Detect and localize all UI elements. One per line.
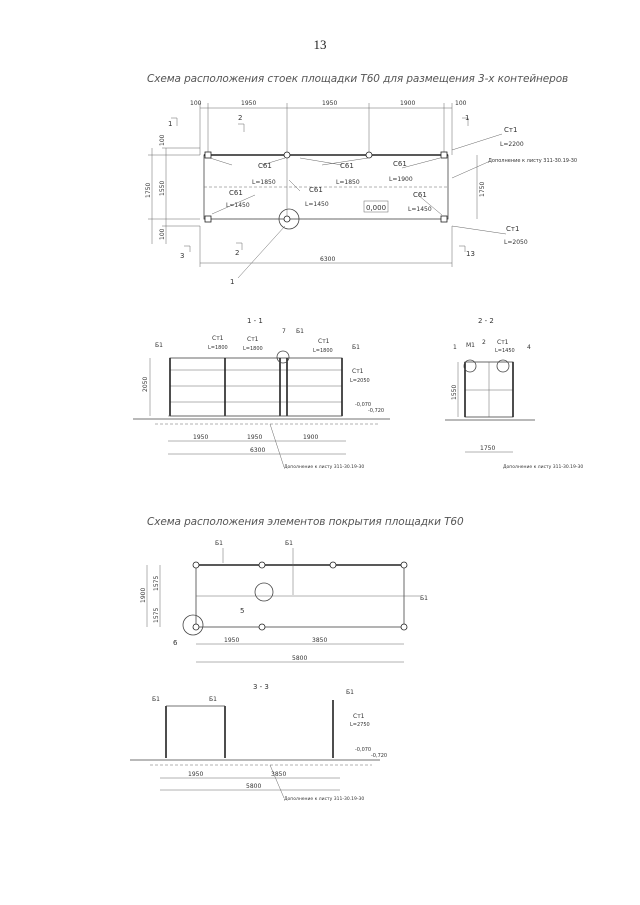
section22-title: 2 - 2	[478, 317, 494, 325]
section33-level-0: -0,070	[355, 747, 371, 753]
section33-overall: 5800	[246, 783, 261, 790]
section11-dim-bottom-1: 1950	[247, 434, 262, 441]
section11-level-0: -0,070	[355, 402, 371, 408]
plan1-member-0-name: С61	[258, 162, 272, 170]
section33-drawing: 3 - 3 Б1 Б1 Б1 Ст1 L=2750 -0,070 -0,720 …	[130, 683, 387, 802]
plan1-bottom-right-member-len: L=2050	[504, 239, 528, 246]
plan1-member-5-name: С61	[413, 191, 427, 199]
plan1-dim-top-1: 1950	[241, 100, 256, 107]
plan1-top-right-member-name: Ст1	[504, 126, 517, 134]
section33-member-name: Ст1	[353, 713, 365, 720]
section11-title: 1 - 1	[247, 317, 263, 325]
plan2-dim-bottom-0: 1950	[224, 637, 239, 644]
plan1-top-right-member-len: L=2200	[500, 141, 524, 148]
plan2-title: Схема расположения элементов покрытия пл…	[147, 516, 464, 528]
plan1-dim-top-3: 1900	[400, 100, 415, 107]
plan2-overall: 5800	[292, 655, 307, 662]
plan2-label-2: Б1	[420, 595, 428, 602]
plan1-section-mark-0: 1	[168, 120, 172, 128]
section33-member-len: L=2750	[350, 722, 370, 728]
plan1-callout: 1	[230, 278, 234, 286]
section22-dim-1: 1750	[480, 445, 495, 452]
section22-dim-0: 1550	[451, 385, 458, 400]
section11-dim-bottom-0: 1950	[193, 434, 208, 441]
section22-member-name: Ст1	[497, 339, 509, 346]
plan1-title: Схема расположения стоек площадки Т60 дл…	[147, 73, 569, 85]
plan1-dim-top-0: 100	[190, 100, 202, 107]
plan2-label-0: Б1	[215, 540, 223, 547]
plan1-member-4-len: L=1450	[305, 201, 329, 208]
plan2-drawing: Б1 Б1 Б1 5 6 1900 1575 1575 1950 3850 58…	[140, 540, 428, 663]
section33-dim-bottom-0: 1950	[188, 771, 203, 778]
section11-drawing: 1 - 1 Б1 Ст1 L=1800 Ст1 L=1800 7 Б1 Ст1 …	[133, 317, 390, 470]
section11-label-3: 7	[282, 328, 286, 335]
section11-member-3-name: Ст1	[352, 368, 364, 375]
plan1-dim-left-3: 100	[159, 228, 166, 240]
section11-label-5: Б1	[352, 344, 360, 351]
plan2-callout-5: 5	[240, 607, 244, 615]
section11-label-0: Б1	[155, 342, 163, 349]
section11-member-0-name: Ст1	[212, 335, 224, 342]
plan1-section-mark-4: 13	[466, 250, 475, 258]
section22-member-len: L=1450	[495, 348, 515, 354]
section11-dim-left: 2050	[142, 377, 149, 392]
section11-label-4: Б1	[296, 328, 304, 335]
plan1-bottom-right-member-name: Ст1	[506, 225, 519, 233]
plan1-section-mark-3: 2	[235, 249, 239, 257]
plan1-overall: 6300	[320, 256, 335, 263]
section22-callout-2: 2	[482, 339, 486, 346]
plan1-section-mark-2: 1	[465, 114, 469, 122]
plan1-section-mark-5: 3	[180, 252, 184, 260]
section33-label-2: Б1	[346, 689, 354, 696]
plan1-dim-left-0: 100	[159, 134, 166, 146]
plan1-member-1-name: С61	[340, 162, 354, 170]
plan1-dim-top-2: 1950	[322, 100, 337, 107]
plan1-dim-right: 1750	[479, 182, 486, 197]
plan2-dim-bottom-1: 3850	[312, 637, 327, 644]
plan1-dim-top-4: 100	[455, 100, 467, 107]
section11-member-1-len: L=1800	[243, 346, 263, 352]
section11-dim-bottom-2: 1900	[303, 434, 318, 441]
section22-note: Дополнение к листу 311-30.19-30	[503, 464, 583, 470]
plan2-dim-left-1: 1575	[153, 576, 160, 591]
plan1-dim-left-2: 1550	[159, 181, 166, 196]
section33-label-0: Б1	[152, 696, 160, 703]
section11-level-1: -0,720	[368, 408, 384, 414]
plan1-member-2-len: L=1900	[389, 176, 413, 183]
plan1-member-3-len: L=1450	[226, 202, 250, 209]
plan2-callout-6: 6	[173, 639, 178, 647]
section11-overall: 6300	[250, 447, 265, 454]
section22-callout-0: 1	[453, 344, 457, 351]
section11-member-1-name: Ст1	[247, 336, 259, 343]
section11-note: Дополнение к листу 311-30.19-30	[284, 464, 364, 470]
plan1-note: Дополнение к листу 311-30.19-30	[488, 158, 577, 164]
section33-dim-bottom-1: 3850	[271, 771, 286, 778]
section33-label-1: Б1	[209, 696, 217, 703]
plan1-member-3-name: С61	[229, 189, 243, 197]
plan2-dim-left-0: 1900	[140, 588, 147, 603]
plan1-member-0-len: L=1850	[252, 179, 276, 186]
section11-member-0-len: L=1800	[208, 345, 228, 351]
plan1-drawing: 100 1950 1950 1900 100 С61 L=1850 С61 L	[145, 100, 577, 286]
section33-title: 3 - 3	[253, 683, 269, 691]
section22-callout-3: 4	[527, 344, 531, 351]
plan1-member-4-name: С61	[309, 186, 323, 194]
section11-member-2-name: Ст1	[318, 338, 330, 345]
plan1-member-1-len: L=1850	[336, 179, 360, 186]
plan2-dim-left-2: 1575	[153, 608, 160, 623]
section11-member-2-len: L=1800	[313, 348, 333, 354]
plan1-dim-left-1: 1750	[145, 183, 152, 198]
section33-level-1: -0,720	[371, 753, 387, 759]
section22-callout-1: М1	[466, 342, 475, 349]
plan1-member-2-name: С61	[393, 160, 407, 168]
plan1-level: 0,000	[366, 204, 386, 212]
section33-note: Дополнение к листу 311-30.19-30	[284, 796, 364, 802]
plan1-section-mark-1: 2	[238, 114, 242, 122]
section11-member-3-len: L=2050	[350, 378, 370, 384]
page-number: 13	[313, 37, 327, 52]
plan2-label-1: Б1	[285, 540, 293, 547]
section22-drawing: 2 - 2 1 М1 2 4 Ст1 L=1450 1550 1750 Допо…	[445, 317, 583, 470]
plan1-member-5-len: L=1450	[408, 206, 432, 213]
